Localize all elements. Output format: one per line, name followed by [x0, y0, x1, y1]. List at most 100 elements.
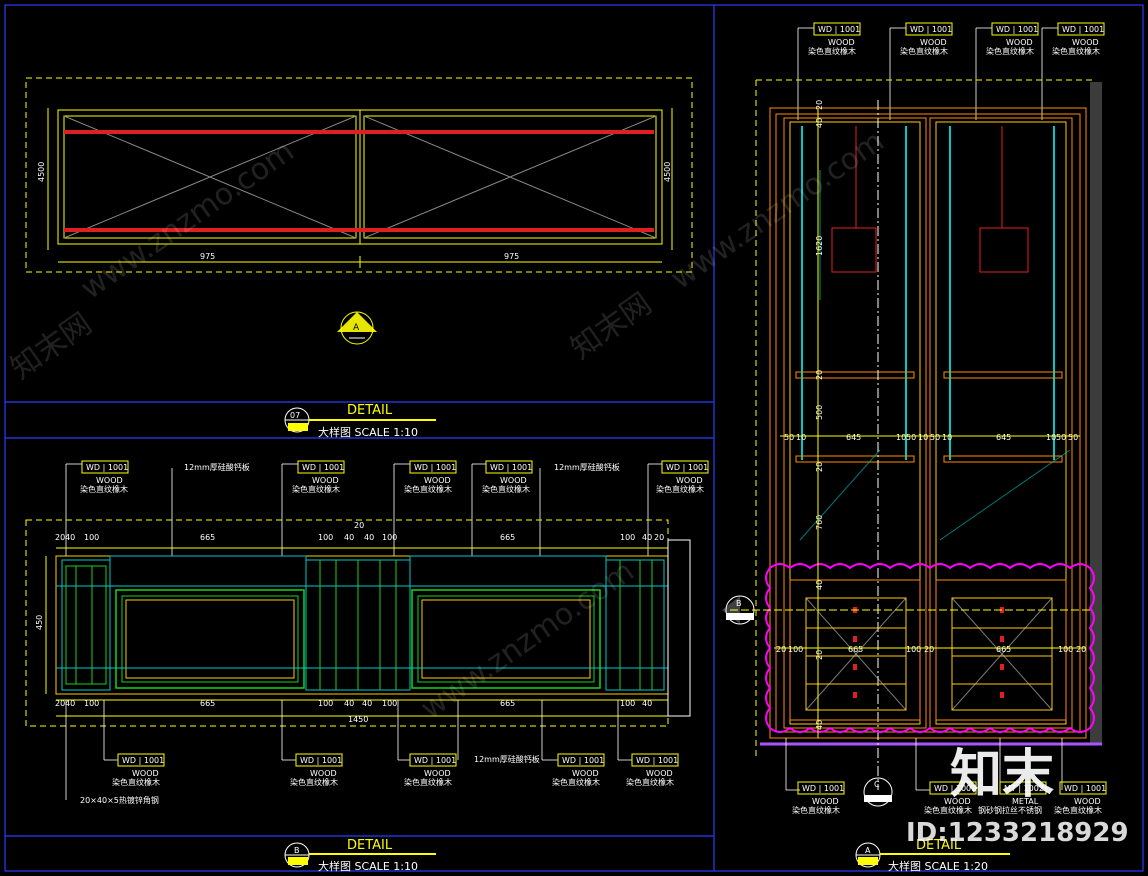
rdim-l4: 20	[924, 645, 934, 654]
rdim-l0: 20	[776, 645, 786, 654]
wm-cn-1: 知末网	[5, 306, 99, 386]
bottom-elevation: WD | 1001 WOOD 染色直纹橡木 WD | 1001 WOOD 染色直…	[25, 460, 709, 873]
tag-code: WD | 1001	[302, 463, 344, 472]
tag-code: WD | 1001	[666, 463, 708, 472]
dim-bot-9: 100	[620, 699, 635, 708]
dim-top-11: 100	[620, 533, 635, 542]
rdim-m1: 10	[796, 433, 806, 442]
rbtag-code: MT | 1002	[1004, 784, 1044, 793]
section-marker-a: A	[353, 323, 360, 333]
btag-desc: 染色直纹橡木	[626, 777, 674, 787]
tag-mat: WOOD	[312, 476, 339, 485]
rbtag-mat: WOOD	[1074, 797, 1101, 806]
title-sub-top: 大样图 SCALE 1:10	[318, 425, 418, 439]
rbtag-mat: METAL	[1012, 797, 1039, 806]
rbtag-desc: 钢砂钢拉丝不锈钢	[978, 805, 1042, 815]
btag-mat: WOOD	[132, 769, 159, 778]
tag-mat: WOOD	[676, 476, 703, 485]
height-dim: 450	[35, 615, 44, 630]
dim-top-3: 665	[200, 533, 215, 542]
elevation-body	[55, 539, 691, 717]
sheet-frame	[4, 4, 1144, 872]
right-elevation: WD | 1001 WOOD 染色直纹橡木 WD | 1001 WOOD 染色直…	[722, 22, 1107, 873]
rbtag-mat: WOOD	[944, 797, 971, 806]
rtag-desc: 染色直纹橡木	[986, 46, 1034, 56]
tag-mat: WOOD	[424, 476, 451, 485]
rdim-v0: 40	[815, 118, 824, 128]
rbtag-desc: 染色直纹橡木	[924, 805, 972, 815]
rdim-l3: 100	[906, 645, 921, 654]
dim-top-5: 40	[344, 533, 354, 542]
dim-bot-4: 100	[318, 699, 333, 708]
board-note-b: 12mm厚硅酸钙板	[554, 462, 620, 472]
rtag-code: WD | 1001	[910, 25, 952, 34]
btag-desc: 染色直纹橡木	[112, 777, 160, 787]
dim-bot-10: 40	[642, 699, 652, 708]
rdim-m9: 10	[1046, 433, 1056, 442]
btag-code: WD | 1001	[300, 756, 342, 765]
rdim-v2: 1620	[815, 236, 824, 256]
tag-code: WD | 1001	[490, 463, 532, 472]
btag-desc: 染色直纹橡木	[290, 777, 338, 787]
rdim-l6: 100	[1058, 645, 1073, 654]
rdim-l7: 20	[1076, 645, 1086, 654]
rtag-code: WD | 1001	[1062, 25, 1104, 34]
btag-mat: WOOD	[424, 769, 451, 778]
dim-bot-1: 40	[65, 699, 75, 708]
tag-code: WD | 1001	[414, 463, 456, 472]
dim-bot-8: 665	[500, 699, 515, 708]
dim-top-8: 100	[382, 533, 397, 542]
tags-top: WD | 1001 WOOD 染色直纹橡木 WD | 1001 WOOD 染色直…	[80, 460, 709, 494]
rdim-m11: 50	[1068, 433, 1078, 442]
rdim-m2: 645	[846, 433, 861, 442]
btag-code: WD | 1001	[636, 756, 678, 765]
rtag-mat: WOOD	[1072, 38, 1099, 47]
rtag-mat: WOOD	[920, 38, 947, 47]
rbtag-desc: 染色直纹橡木	[1054, 805, 1102, 815]
btag-code: WD | 1001	[414, 756, 456, 765]
rdim-v6: 760	[815, 515, 824, 530]
btag-code: WD | 1001	[562, 756, 604, 765]
title-detail-bottom: DETAIL	[347, 838, 393, 853]
dim-bot-0: 20	[55, 699, 65, 708]
tag-code: WD | 1001	[86, 463, 128, 472]
rbtag-code: WD | 1001	[802, 784, 844, 793]
dim-bot-5: 40	[344, 699, 354, 708]
rdim-m6: 50	[930, 433, 940, 442]
dim-bot-6: 40	[362, 699, 372, 708]
tag-mat: WOOD	[96, 476, 123, 485]
dim-right: 4500	[663, 162, 672, 182]
rdim-v5: 20	[815, 462, 824, 472]
rbtag-code: WD | 1001	[1064, 784, 1106, 793]
tag-desc: 染色直纹橡木	[482, 484, 530, 494]
dim-top-4: 100	[318, 533, 333, 542]
dim-bot-7: 100	[382, 699, 397, 708]
dim-top-2: 100	[84, 533, 99, 542]
btag-mat: WOOD	[310, 769, 337, 778]
rdim-m10: 50	[1056, 433, 1066, 442]
rdim-m7: 10	[942, 433, 952, 442]
rdim-m5: 10	[918, 433, 928, 442]
btag-mat: WOOD	[572, 769, 599, 778]
rbtag-desc: 染色直纹橡木	[792, 805, 840, 815]
board-note-c: 12mm厚硅酸钙板	[474, 754, 540, 764]
rdim-v9: 40	[815, 720, 824, 730]
btag-desc: 染色直纹橡木	[404, 777, 452, 787]
title-no-07: 07	[290, 411, 300, 420]
tag-desc: 染色直纹橡木	[656, 484, 704, 494]
btag-code: WD | 1001	[122, 756, 164, 765]
wm-cn-2: 知末网	[565, 286, 659, 366]
tag-mat: WOOD	[500, 476, 527, 485]
diagonal-watermarks: www.znzmo.com 知末网 知末网 www.znzmo.com www.…	[5, 124, 891, 727]
wm-diag-1: www.znzmo.com	[75, 134, 301, 307]
rtag-mat: WOOD	[828, 38, 855, 47]
rdim-l1: 100	[788, 645, 803, 654]
tag-desc: 染色直纹橡木	[404, 484, 452, 494]
dim-top-0: 20	[55, 533, 65, 542]
rdim-l5: 665	[996, 645, 1011, 654]
rdim-m3: 10	[896, 433, 906, 442]
rdim-m4: 50	[906, 433, 916, 442]
wm-diag-2: www.znzmo.com	[665, 124, 891, 297]
dim-top-center: 20	[354, 521, 364, 530]
